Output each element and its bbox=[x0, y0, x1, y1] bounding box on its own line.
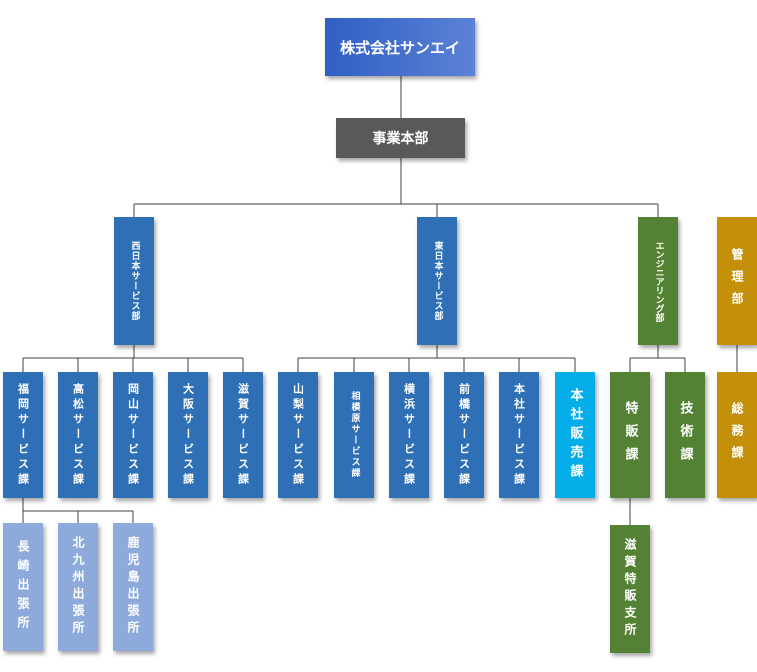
section-somu-box: 総務課 bbox=[717, 372, 757, 498]
section-honsha-service-label: 本社サービス課 bbox=[512, 382, 526, 488]
section-shiga-box: 滋賀サービス課 bbox=[223, 372, 263, 498]
hq-label: 事業本部 bbox=[372, 131, 429, 147]
division-admin-box: 管理部 bbox=[717, 217, 757, 345]
section-takamatsu-label: 高松サービス課 bbox=[71, 382, 85, 488]
section-sagamihara-label: 相模原サービス課 bbox=[349, 391, 360, 479]
section-fukuoka-box: 福岡サービス課 bbox=[3, 372, 43, 498]
office-nagasaki-box: 長崎出張所 bbox=[3, 523, 43, 651]
division-east-label: 東日本サービス部 bbox=[432, 241, 443, 321]
division-west-label: 西日本サービス部 bbox=[129, 241, 140, 321]
section-somu-label: 総務課 bbox=[730, 402, 744, 468]
section-shiga-label: 滋賀サービス課 bbox=[236, 382, 250, 488]
office-nagasaki-label: 長崎出張所 bbox=[16, 539, 30, 635]
division-east-box: 東日本サービス部 bbox=[417, 217, 457, 345]
section-fukuoka-label: 福岡サービス課 bbox=[16, 382, 30, 488]
section-yokohama-label: 横浜サービス課 bbox=[402, 382, 416, 488]
hq-box: 事業本部 bbox=[336, 118, 465, 158]
division-admin-label: 管理部 bbox=[730, 248, 744, 314]
section-okayama-label: 岡山サービス課 bbox=[126, 382, 140, 488]
section-maebashi-label: 前橋サービス課 bbox=[457, 382, 471, 488]
section-yokohama-box: 横浜サービス課 bbox=[389, 372, 429, 498]
section-maebashi-box: 前橋サービス課 bbox=[444, 372, 484, 498]
section-yamanashi-label: 山梨サービス課 bbox=[291, 382, 305, 488]
section-okayama-box: 岡山サービス課 bbox=[113, 372, 153, 498]
office-shiga-tokuhan-label: 滋賀特販支所 bbox=[623, 538, 637, 640]
division-west-box: 西日本サービス部 bbox=[114, 217, 154, 345]
office-kitakyushu-label: 北九州出張所 bbox=[71, 536, 85, 638]
division-eng-box: エンジニアリング部 bbox=[638, 217, 678, 345]
division-eng-label: エンジニアリング部 bbox=[653, 240, 664, 322]
company-label: 株式会社サンエイ bbox=[339, 38, 460, 57]
office-kagoshima-label: 鹿児島出張所 bbox=[126, 536, 140, 638]
section-osaka-box: 大阪サービス課 bbox=[168, 372, 208, 498]
office-kitakyushu-box: 北九州出張所 bbox=[58, 523, 98, 651]
section-honsha-sales-label: 本社販売課 bbox=[567, 387, 583, 483]
section-tokuhan-label: 特販課 bbox=[622, 400, 638, 470]
section-osaka-label: 大阪サービス課 bbox=[181, 382, 195, 488]
section-takamatsu-box: 高松サービス課 bbox=[58, 372, 98, 498]
section-yamanashi-box: 山梨サービス課 bbox=[278, 372, 318, 498]
section-honsha-service-box: 本社サービス課 bbox=[499, 372, 539, 498]
section-honsha-sales-box: 本社販売課 bbox=[555, 372, 595, 498]
section-tokuhan-box: 特販課 bbox=[610, 372, 650, 498]
section-gijutsu-label: 技術課 bbox=[677, 400, 693, 470]
company-box: 株式会社サンエイ bbox=[325, 18, 475, 76]
office-shiga-tokuhan-box: 滋賀特販支所 bbox=[610, 525, 650, 653]
section-gijutsu-box: 技術課 bbox=[665, 372, 705, 498]
section-sagamihara-box: 相模原サービス課 bbox=[334, 372, 374, 498]
office-kagoshima-box: 鹿児島出張所 bbox=[113, 523, 153, 651]
